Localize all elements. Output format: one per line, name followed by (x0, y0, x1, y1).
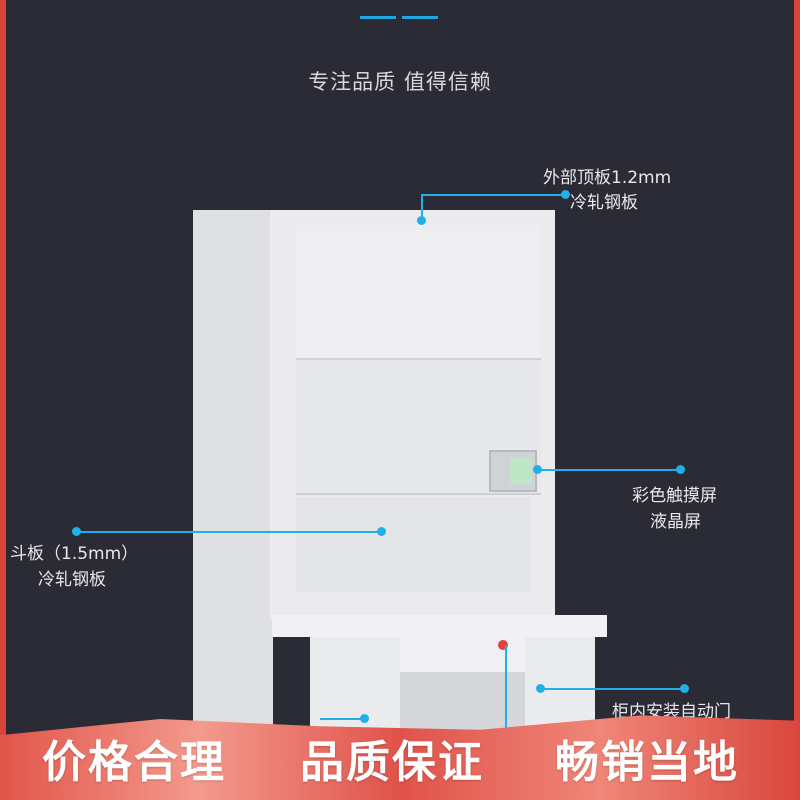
callout-line (320, 718, 365, 720)
cabinet-side (193, 210, 273, 730)
banner-text-sales: 畅销当地 (555, 737, 739, 788)
callout-dot-icon (417, 216, 426, 225)
callout-line (540, 688, 685, 690)
callout-dot-icon (680, 684, 689, 693)
callout-dot-icon (561, 190, 570, 199)
callout-dot-icon (360, 714, 369, 723)
callout-dot-icon (72, 527, 81, 536)
callout-dot-icon (536, 684, 545, 693)
callout-screen-line1: 彩色触摸屏 (632, 486, 717, 506)
callout-dot-icon (377, 527, 386, 536)
banner-text-price: 价格合理 (42, 737, 226, 788)
decor-dash (402, 16, 438, 19)
callout-drawer-line1: 斗板（1.5mm） (10, 544, 139, 564)
decor-dash (360, 16, 396, 19)
banner-text-quality: 品质保证 (300, 737, 484, 788)
callout-dot-icon (676, 465, 685, 474)
callout-line (421, 194, 423, 222)
callout-line (76, 531, 382, 533)
callout-line (505, 645, 507, 735)
knee-space (400, 672, 525, 737)
screen-display (510, 458, 532, 484)
drawer-panel (296, 497, 531, 592)
callout-screen-line2: 液晶屏 (650, 512, 701, 532)
callout-top-panel-line1: 外部顶板1.2mm (543, 168, 672, 188)
cabinet-panel (296, 225, 541, 360)
tagline: 专注品质 值得信赖 (308, 70, 492, 94)
callout-line (537, 469, 680, 471)
left-door (310, 637, 400, 737)
callout-dot-icon (533, 465, 542, 474)
callout-line (421, 194, 565, 196)
callout-drawer-line2: 冷轧钢板 (38, 570, 106, 590)
power-button-icon (498, 640, 508, 650)
callout-top-panel-line2: 冷轧钢板 (570, 193, 638, 213)
promo-banner (0, 715, 800, 800)
desk-top (272, 615, 607, 637)
